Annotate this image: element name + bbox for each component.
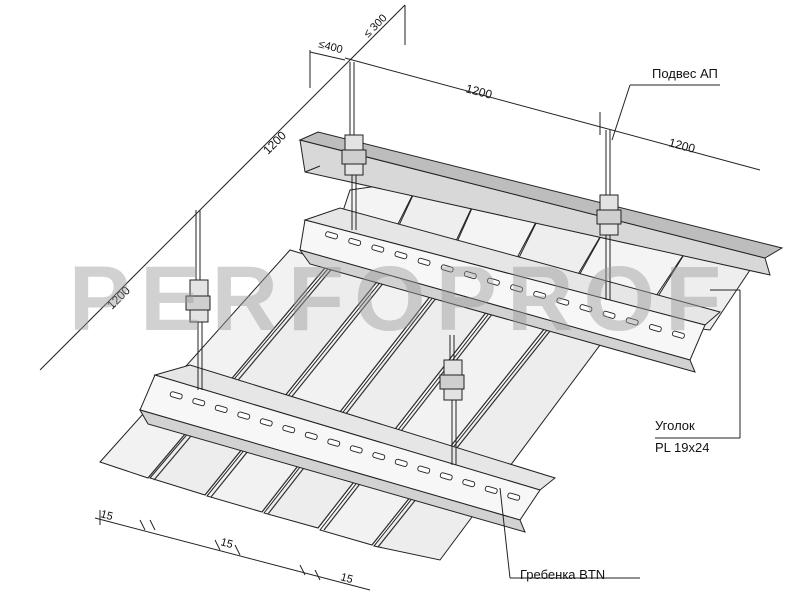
comb-slot	[259, 418, 273, 427]
comb-slot	[487, 277, 500, 286]
comb-slot	[282, 425, 296, 434]
dimension-edge-offset-1: ≤400	[317, 38, 344, 56]
wall-angle-label-line1: Уголок	[655, 418, 695, 433]
comb-slot	[440, 264, 454, 273]
comb-slot	[533, 290, 547, 299]
watermark-logo: PERFOPROF	[69, 248, 731, 350]
comb-slot	[371, 244, 385, 253]
comb-lower-slots	[169, 391, 521, 501]
wall-angle-label-line2: PL 19x24	[655, 440, 710, 455]
comb-slot	[372, 452, 386, 461]
comb-slot	[602, 310, 616, 319]
dimension-lines	[39, 4, 761, 591]
comb-slot	[462, 479, 476, 488]
comb-slot	[304, 431, 318, 440]
comb-slot	[327, 438, 341, 447]
comb-slot	[349, 445, 363, 454]
comb-slot	[237, 411, 251, 420]
comb-label: Гребенка BTN	[520, 567, 606, 582]
hanger-label: Подвес АП	[652, 66, 718, 81]
comb-slot	[579, 304, 593, 313]
hanger-3	[185, 210, 211, 390]
comb-slot	[439, 472, 453, 481]
comb-slot	[417, 257, 431, 266]
dimension-gap-2: 15	[219, 536, 234, 551]
hanger-1	[341, 62, 367, 230]
comb-slot	[325, 231, 338, 240]
comb-slot	[625, 317, 639, 326]
panel-grooves	[147, 261, 551, 548]
comb-slot	[169, 391, 183, 400]
comb-slot	[672, 330, 685, 339]
comb-slot	[507, 492, 521, 501]
comb-slot	[463, 271, 477, 280]
hanger-2	[596, 130, 622, 300]
dimension-left: 1200	[260, 128, 289, 157]
hanger-4	[439, 335, 465, 465]
comb-slot	[394, 458, 408, 467]
comb-slot	[214, 404, 228, 413]
dimension-gap-1: 15	[99, 508, 114, 523]
comb-slot	[648, 324, 662, 333]
dimension-top-1: 1200	[464, 81, 494, 102]
comb-lower	[138, 364, 557, 533]
dimension-top-2: 1200	[667, 135, 697, 156]
comb-slot	[348, 237, 362, 246]
comb-slot	[394, 251, 408, 260]
comb-slot	[484, 485, 498, 494]
hangers	[185, 62, 622, 465]
comb-slot	[556, 297, 570, 306]
comb-slot	[417, 465, 431, 474]
comb-upper-slots	[325, 231, 685, 339]
dimension-gap-3: 15	[339, 571, 354, 586]
dimension-edge-offset-2: ≤ 300	[362, 12, 390, 40]
comb-slot	[510, 284, 523, 293]
comb-slot	[192, 398, 206, 407]
